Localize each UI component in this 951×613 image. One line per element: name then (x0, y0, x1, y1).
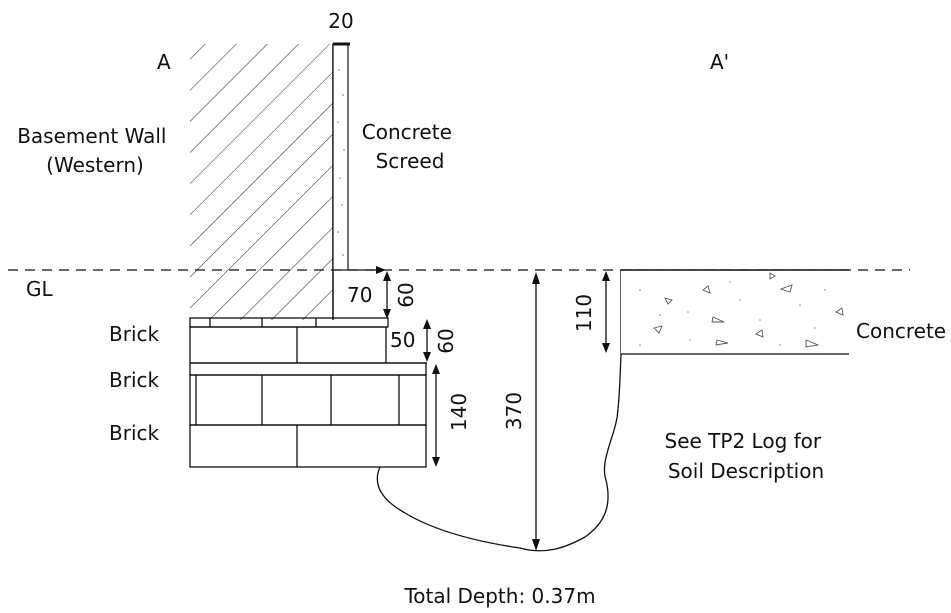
brick-masonry (189, 317, 427, 468)
dim-ledge-height-arrow-top (383, 271, 391, 281)
basement-wall-label: Basement Wall (Western) (17, 124, 173, 177)
section-label-a-prime: A' (710, 50, 729, 74)
brick-label-3: Brick (109, 421, 159, 445)
dim-excavation-depth: 370 (502, 392, 526, 430)
concrete-screed (332, 43, 349, 271)
dim-concrete-thickness-arrow-top (602, 271, 610, 281)
brick-label-2: Brick (109, 368, 159, 392)
concrete-slab (621, 270, 849, 354)
dim-ledge-width: 70 (347, 283, 372, 307)
concrete-aggregate (653, 272, 844, 348)
dim-concrete-thickness-arrow-bottom (602, 343, 610, 353)
dim-excavation-depth-arrow-top (532, 272, 540, 284)
brick-label-1: Brick (109, 322, 159, 346)
dim-concrete-thickness: 110 (572, 294, 596, 332)
dim-brick-height-arrow-top (432, 364, 440, 374)
section-label-a: A (157, 50, 171, 74)
dim-step-height-arrow-bottom (423, 352, 431, 362)
dim-screed-thickness: 20 (328, 9, 353, 33)
concrete-screed-label: Concrete Screed (362, 120, 458, 173)
dim-step-width: 50 (390, 328, 415, 352)
dim-ledge-height-arrow-bottom (383, 309, 391, 319)
dim-excavation-depth-arrow-bottom (532, 539, 540, 551)
dim-brick-height-arrow-bottom (432, 457, 440, 467)
basement-wall-hatch (190, 44, 333, 320)
excavation-outline (376, 270, 622, 552)
screed-speckle (337, 69, 345, 256)
soil-description-note: See TP2 Log for Soil Description (665, 429, 828, 483)
dim-ledge-height: 60 (394, 282, 418, 307)
dim-step-height: 60 (434, 328, 458, 353)
dim-brick-height: 140 (447, 393, 471, 431)
dim-ledge-width-arrow (376, 266, 386, 274)
concrete-label: Concrete (856, 319, 946, 343)
concrete-speckle (639, 281, 826, 346)
ground-level-label: GL (26, 277, 53, 301)
dim-step-height-arrow-top (423, 319, 431, 329)
total-depth-label: Total Depth: 0.37m (403, 584, 595, 608)
